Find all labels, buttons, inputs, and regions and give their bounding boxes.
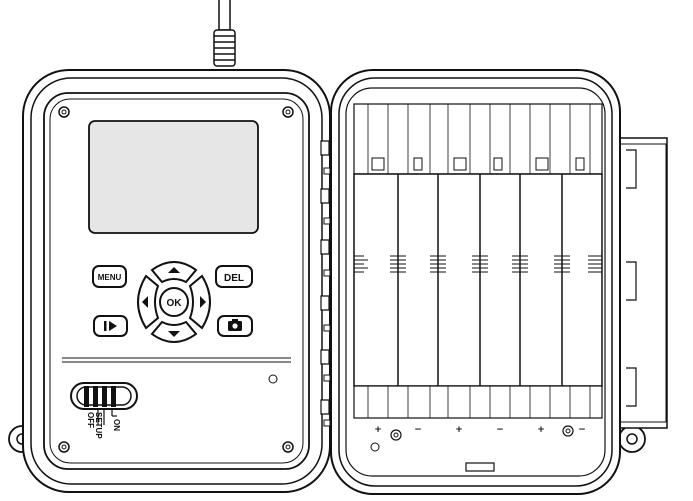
arrow-right-icon xyxy=(200,296,206,308)
ok-button[interactable]: OK xyxy=(159,287,189,317)
delete-button-label: DEL xyxy=(224,273,244,284)
polarity-label: − xyxy=(414,425,422,435)
lcd-screen xyxy=(88,120,259,234)
antenna xyxy=(213,0,236,67)
battery-compartment xyxy=(320,69,668,495)
polarity-label: − xyxy=(496,425,504,435)
delete-button[interactable]: DEL xyxy=(215,265,253,288)
playback-button[interactable] xyxy=(93,315,128,337)
polarity-label: + xyxy=(455,425,463,435)
switch-label-on: ON xyxy=(112,419,121,431)
polarity-label: + xyxy=(537,425,545,435)
camera-icon xyxy=(228,319,242,331)
menu-button[interactable]: MENU xyxy=(92,265,127,288)
polarity-labels: + − + − + − xyxy=(374,425,586,435)
menu-button-label: MENU xyxy=(98,273,122,282)
arrow-up-icon xyxy=(168,267,180,273)
arrow-left-icon xyxy=(142,296,148,308)
ok-button-label: OK xyxy=(167,298,183,309)
switch-label-off: OFF xyxy=(86,412,95,428)
camera-button[interactable] xyxy=(217,315,253,337)
polarity-label: + xyxy=(374,425,382,435)
polarity-label: − xyxy=(578,425,586,435)
arrow-down-icon xyxy=(168,331,180,337)
play-icon xyxy=(104,321,117,331)
switch-label-setup: SETUP xyxy=(94,412,103,439)
power-switch[interactable]: OFF SETUP ON xyxy=(70,382,138,439)
d-pad: OK xyxy=(137,261,211,343)
